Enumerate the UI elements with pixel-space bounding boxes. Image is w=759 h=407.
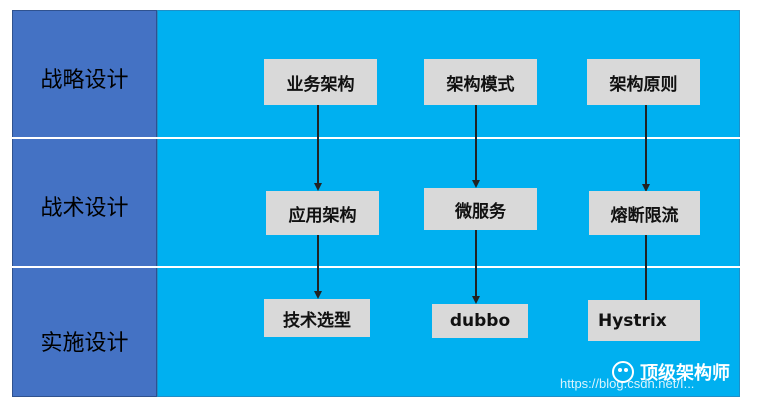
brand-watermark: 顶级架构师 xyxy=(612,359,730,385)
layer-label-column xyxy=(12,10,157,397)
node-dubbo: dubbo xyxy=(432,304,528,338)
node-hystrix: Hystrix xyxy=(588,300,700,341)
node-circuit-breaking-rate-limiting: 熔断限流 xyxy=(589,191,700,235)
row-label-implementation-design: 实施设计 xyxy=(40,331,129,356)
node-technology-selection: 技术选型 xyxy=(264,299,370,337)
row-label-strategic-design: 战略设计 xyxy=(40,68,129,93)
url-watermark: https://blog.csdn.net/I... xyxy=(560,376,695,391)
node-business-architecture: 业务架构 xyxy=(264,59,377,105)
node-architecture-pattern: 架构模式 xyxy=(424,59,537,105)
node-microservices: 微服务 xyxy=(424,188,537,230)
node-architecture-principle: 架构原则 xyxy=(587,59,700,105)
row-divider xyxy=(12,266,740,268)
row-divider xyxy=(12,137,740,139)
wechat-icon xyxy=(612,361,634,383)
brand-name: 顶级架构师 xyxy=(640,363,730,384)
row-label-tactical-design: 战术设计 xyxy=(40,196,129,221)
node-application-architecture: 应用架构 xyxy=(266,191,379,235)
